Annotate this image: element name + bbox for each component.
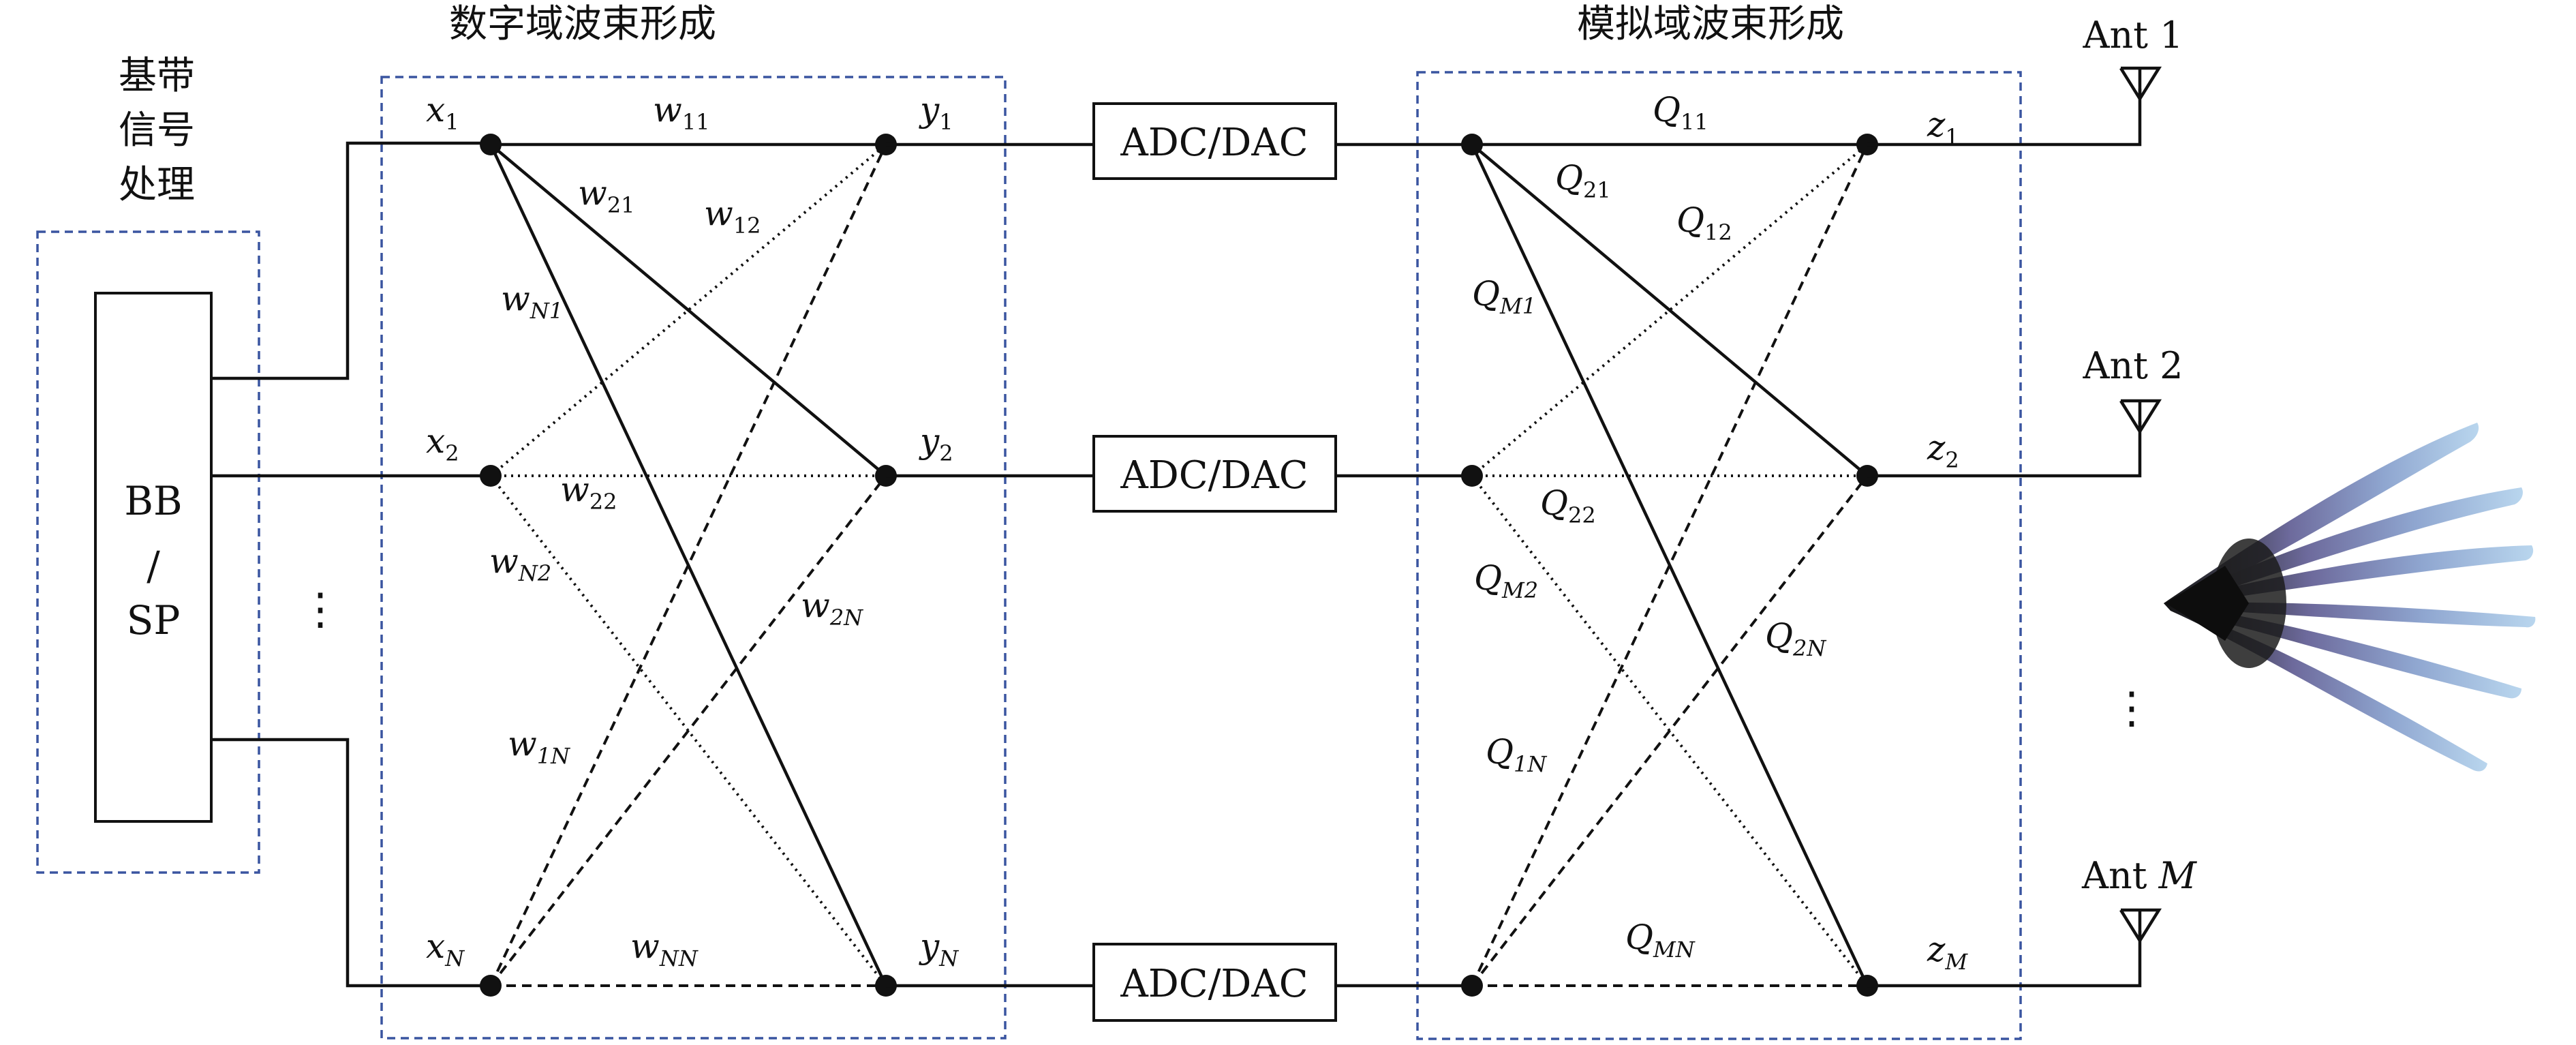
label-Q1N: Q1N: [1486, 732, 1547, 777]
edge-Q12: [1471, 143, 1869, 477]
beam-pattern-icon: [2164, 423, 2536, 772]
baseband-processing-title: 基带 信号 处理: [119, 54, 195, 207]
edge-Q21: [1471, 143, 1869, 477]
label-QM2: QM2: [1474, 558, 1538, 603]
ant1-label: Ant 1: [2083, 14, 2183, 57]
label-x2: x2: [426, 421, 459, 466]
node-x2: [480, 465, 502, 487]
label-QM1: QM1: [1472, 274, 1536, 319]
bbsp-label-slash: /: [147, 543, 160, 589]
edge-Q1N: [1471, 144, 1869, 986]
node-x1: [480, 134, 502, 155]
node-xN: [480, 975, 502, 997]
label-Q11: Q11: [1653, 90, 1708, 135]
z1-to-ant1-wire: [1867, 89, 2142, 147]
label-w11: w11: [653, 90, 710, 135]
digital-beamforming-box: [380, 76, 1007, 1040]
baseband-title-line-3: 处理: [119, 163, 195, 207]
bbsp-block: [94, 292, 213, 823]
label-z2: z2: [1927, 428, 1959, 473]
label-Q2N: Q2N: [1765, 616, 1826, 661]
digital-beamforming-title: 数字域波束形成: [449, 2, 716, 46]
label-w12: w12: [704, 194, 761, 239]
label-w22: w22: [560, 470, 617, 515]
antenna-2-icon: [2119, 399, 2162, 435]
label-Q12: Q12: [1676, 200, 1732, 245]
edge-w1N: [489, 144, 887, 986]
antenna-ellipsis: ⋮: [2110, 683, 2153, 733]
label-Q21: Q21: [1555, 158, 1611, 203]
ant2-label: Ant 2: [2083, 344, 2183, 387]
edge-Q2N: [1471, 474, 1869, 987]
node-q-in-N: [1461, 975, 1483, 997]
label-w21: w21: [578, 173, 635, 218]
antenna-1-icon: [2119, 66, 2162, 102]
label-y1: y1: [919, 90, 953, 135]
node-q-in-2: [1461, 465, 1483, 487]
node-q-in-1: [1461, 134, 1483, 155]
edge-w21: [489, 143, 887, 477]
bbsp-label-bb: BB: [124, 478, 182, 524]
baseband-group-box: [36, 230, 260, 874]
antenna-M-icon: [2119, 908, 2162, 944]
baseband-title-line-1: 基带: [119, 54, 195, 98]
edge-w2N: [489, 474, 887, 987]
z2-to-ant2-wire: [1867, 421, 2142, 478]
bbsp-to-x1-wire: [211, 141, 491, 380]
bbsp-label-sp: SP: [127, 597, 181, 643]
label-QMN: QMN: [1625, 918, 1696, 963]
label-yN: yN: [919, 926, 959, 971]
label-xN: xN: [426, 926, 465, 971]
label-x1: x1: [426, 90, 459, 135]
label-wNN: wNN: [630, 926, 699, 971]
label-y2: y2: [919, 421, 953, 466]
adc-dac-label-1: ADC/DAC: [1120, 121, 1308, 165]
adc-dac-label-2: ADC/DAC: [1120, 453, 1308, 498]
adc-dac-block-3: ADC/DAC: [1092, 943, 1337, 1022]
label-wN2: wN2: [489, 541, 551, 586]
baseband-ellipsis: ⋮: [298, 584, 342, 635]
adc-dac-block-2: ADC/DAC: [1092, 435, 1337, 513]
label-zM: zM: [1927, 930, 1968, 975]
analog-beamforming-title: 模拟域波束形成: [1577, 2, 1844, 46]
label-w1N: w1N: [508, 724, 570, 769]
antM-label: Ant M: [2081, 854, 2198, 897]
adc-dac-label-3: ADC/DAC: [1120, 962, 1308, 1006]
label-w2N: w2N: [801, 586, 863, 631]
edge-QM1: [1470, 144, 1869, 986]
label-wN1: wN1: [501, 279, 563, 324]
edge-w12: [489, 143, 887, 477]
label-Q22: Q22: [1540, 483, 1596, 528]
analog-beamforming-box: [1416, 71, 2022, 1040]
bbsp-to-xN-wire: [211, 738, 491, 988]
baseband-title-line-2: 信号: [119, 108, 195, 153]
edge-wN1: [489, 144, 888, 986]
adc-dac-block-1: ADC/DAC: [1092, 102, 1337, 180]
zM-to-antM-wire: [1867, 930, 2142, 988]
